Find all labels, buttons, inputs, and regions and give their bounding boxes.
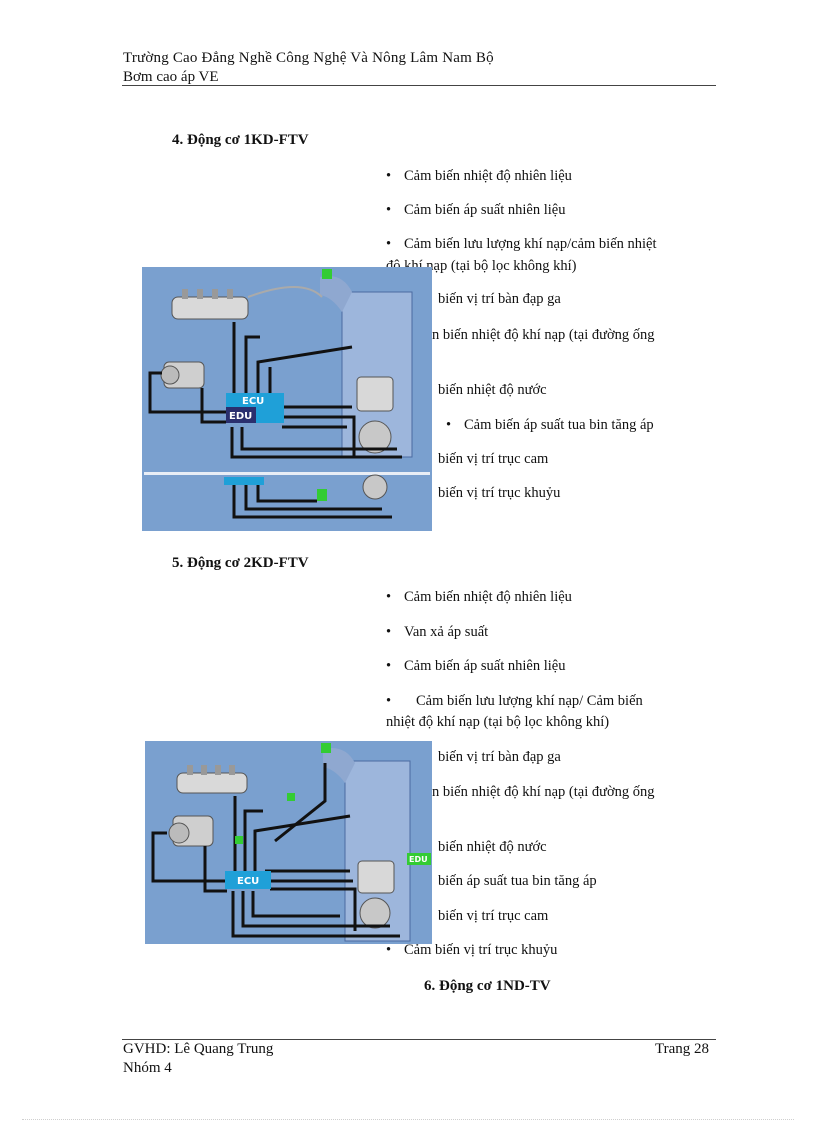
section-4-title: 4. Động cơ 1KD-FTV <box>172 132 309 148</box>
s5-bullet-3: •Cảm biến áp suất nhiên liệu <box>386 658 566 674</box>
footer-page-number: Trang 28 <box>655 1041 710 1057</box>
edu-label-2: EDU <box>409 855 428 864</box>
engine-diagram-2kd-svg: EDU ECU <box>145 741 432 944</box>
header-subject: Bơm cao áp VE <box>123 69 219 85</box>
ecu-label-2: ECU <box>237 876 259 887</box>
s4-bullet-9: biến vị trí trục khuỷu <box>438 485 561 501</box>
s4-bullet-3: •Cảm biến lưu lượng khí nạp/cảm biến nhi… <box>386 236 657 252</box>
footer-instructor: GVHD: Lê Quang Trung <box>123 1041 274 1057</box>
header-school: Trường Cao Đẳng Nghề Công Nghệ Và Nông L… <box>123 50 494 66</box>
s5-bullet-4: •Cảm biến lưu lượng khí nạp/ Cảm biến <box>386 693 643 709</box>
s5-bullet-8: biến áp suất tua bin tăng áp <box>438 873 597 889</box>
footer-rule <box>122 1039 716 1040</box>
engine-diagram-1kd-svg: ECU EDU <box>142 267 432 531</box>
s5-bullet-5: biến vị trí bàn đạp ga <box>438 749 561 765</box>
s4-bullet-3-cont: độ khí nạp (tại bộ lọc không khí) <box>386 258 577 274</box>
s5-bullet-7: biến nhiệt độ nước <box>438 839 547 855</box>
engine-diagram-2kd: EDU ECU <box>145 741 432 944</box>
section-5-title: 5. Động cơ 2KD-FTV <box>172 555 309 571</box>
s5-bullet-2: •Van xả áp suất <box>386 624 489 640</box>
s4-bullet-4: biến vị trí bàn đạp ga <box>438 291 561 307</box>
page-bottom-border <box>22 1119 794 1120</box>
s5-bullet-1: •Cảm biến nhiệt độ nhiên liệu <box>386 589 572 605</box>
s4-bullet-5: n biến nhiệt độ khí nạp (tại đường ống <box>432 327 655 343</box>
footer-group: Nhóm 4 <box>123 1060 172 1076</box>
s4-bullet-7: •Cảm biến áp suất tua bin tăng áp <box>446 417 654 433</box>
s4-bullet-6: biến nhiệt độ nước <box>438 382 547 398</box>
engine-diagram-1kd: ECU EDU <box>142 267 432 531</box>
s5-bullet-9: biến vị trí trục cam <box>438 908 549 924</box>
s4-bullet-2: •Cảm biến áp suất nhiên liệu <box>386 202 566 218</box>
s5-bullet-6: n biến nhiệt độ khí nạp (tại đường ống <box>432 784 655 800</box>
header-rule <box>122 85 716 86</box>
edu-label-1: EDU <box>229 411 252 422</box>
ecu-label-1: ECU <box>242 396 264 407</box>
s4-bullet-1: •Cảm biến nhiệt độ nhiên liệu <box>386 168 572 184</box>
section-6-title: 6. Động cơ 1ND-TV <box>424 978 551 994</box>
s4-bullet-8: biến vị trí trục cam <box>438 451 549 467</box>
s5-bullet-10: •Cảm biến vị trí trục khuỷu <box>386 942 558 958</box>
s5-bullet-4-cont: nhiệt độ khí nạp (tại bộ lọc không khí) <box>386 714 610 730</box>
